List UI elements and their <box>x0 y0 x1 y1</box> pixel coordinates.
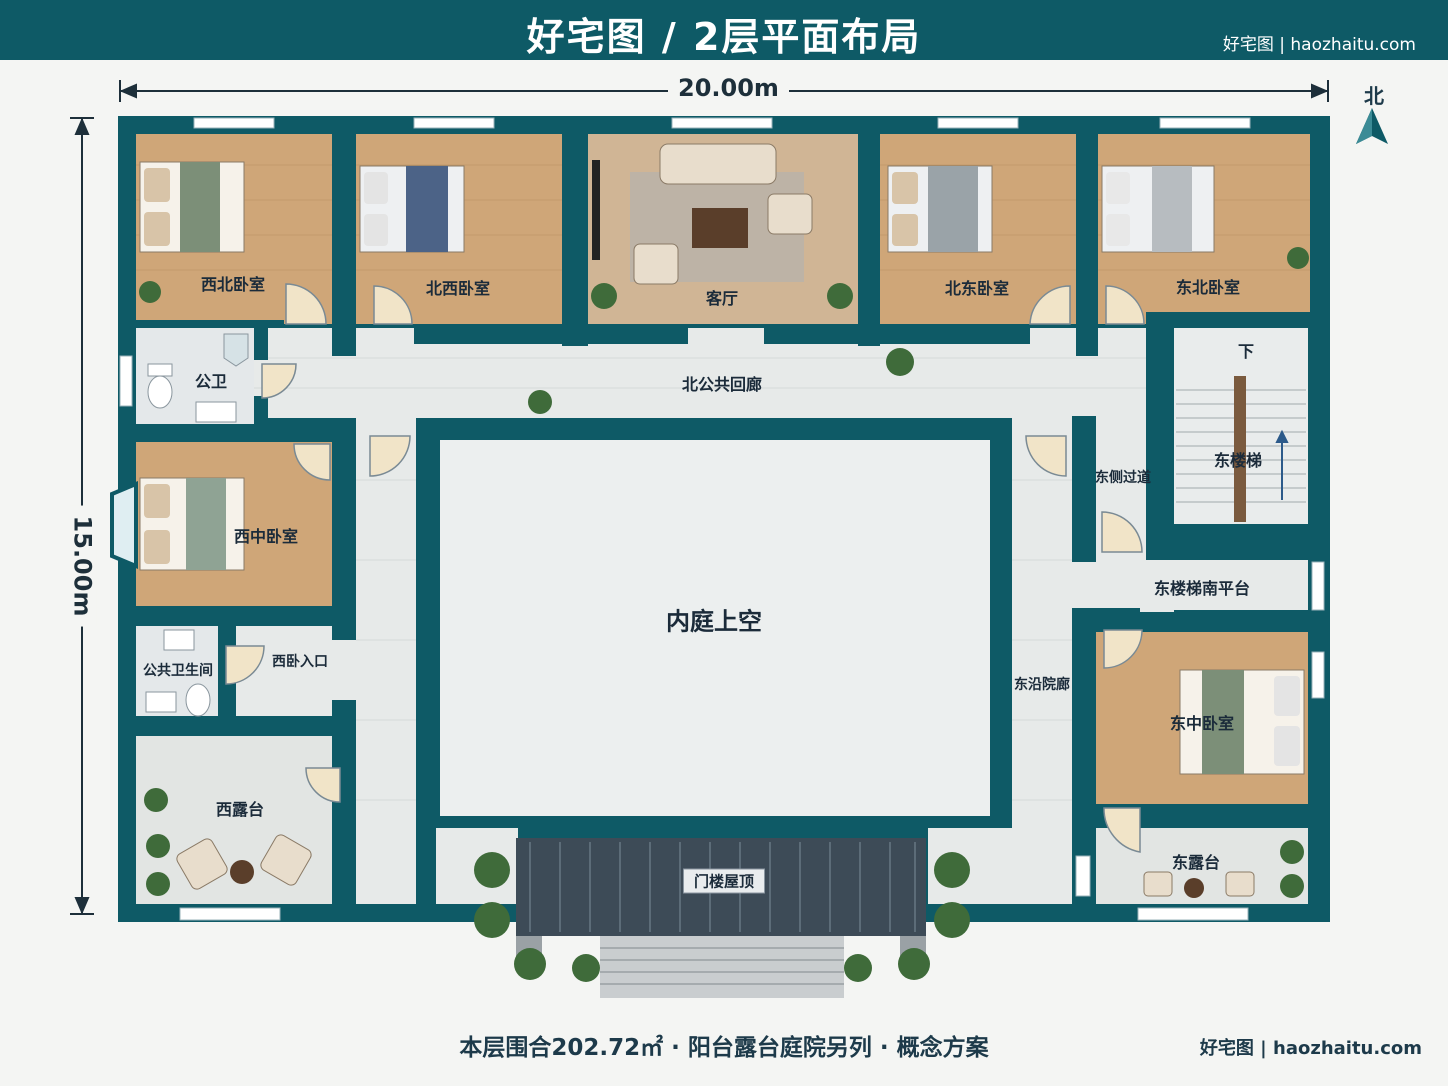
room-label-nw-bedroom: 西北卧室 <box>200 275 266 294</box>
room-label-living: 客厅 <box>705 289 739 308</box>
stair-rail <box>1234 376 1246 522</box>
bay-window <box>110 481 138 569</box>
room-label-east-stair: 东楼梯 <box>1213 451 1263 470</box>
bed-icons <box>139 161 1305 775</box>
room-label-courtyard-void: 内庭上空 <box>666 607 762 636</box>
room-label-west-mid-bedroom: 西中卧室 <box>233 527 299 546</box>
room-label-east-passage: 东侧过道 <box>1095 470 1151 486</box>
room-label-west-entry: 西卧入口 <box>272 654 328 670</box>
room-label-east-terrace: 东露台 <box>1171 853 1221 872</box>
bathroom-fixtures <box>145 333 249 717</box>
north-arrow-icon <box>1356 108 1388 144</box>
windows <box>119 117 1325 921</box>
depth-dimension-label: 15.00m <box>68 505 97 627</box>
room-label-east-mid-bedroom: 东中卧室 <box>1169 714 1235 733</box>
room-label-ne-bedroom: 东北卧室 <box>1175 278 1241 297</box>
page-title: 好宅图 / 2层平面布局 <box>526 15 922 59</box>
room-label-n-west-bedroom: 北西卧室 <box>425 279 491 298</box>
header-bar: 好宅图 / 2层平面布局 好宅图 | haozhaitu.com <box>0 0 1448 60</box>
room-label-n-east-bedroom: 北东卧室 <box>944 279 1010 298</box>
room-label-stair-south-platform: 东楼梯南平台 <box>1153 579 1251 598</box>
door-swings <box>225 283 1145 853</box>
footer-brand: 好宅图 | haozhaitu.com <box>1199 1038 1422 1059</box>
room-label-north-corridor: 北公共回廊 <box>681 375 763 394</box>
room-label-public-bathroom: 公共卫生间 <box>143 663 213 679</box>
width-dimension-label: 20.00m <box>668 74 789 102</box>
plant-icons <box>139 247 1309 982</box>
stair-down-label: 下 <box>1237 342 1255 361</box>
compass-label: 北 <box>1364 84 1384 108</box>
room-label-east-corridor: 东沿院廊 <box>1014 677 1070 693</box>
tile-grid <box>136 357 1308 801</box>
courtyard-void <box>440 440 990 816</box>
room-label-gate-roof: 门楼屋顶 <box>682 868 766 894</box>
header-brand: 好宅图 | haozhaitu.com <box>1222 35 1416 55</box>
terrace-furniture <box>176 834 1255 898</box>
up-arrow-icon <box>1275 429 1289 500</box>
room-label-west-terrace: 西露台 <box>215 800 265 819</box>
room-label-public-wc: 公卫 <box>194 372 228 391</box>
living-room-furniture <box>592 143 813 285</box>
corridor-floor <box>136 328 1308 904</box>
footer-note: 本层围合202.72㎡ · 阳台露台庭院另列 · 概念方案 <box>459 1035 989 1061</box>
